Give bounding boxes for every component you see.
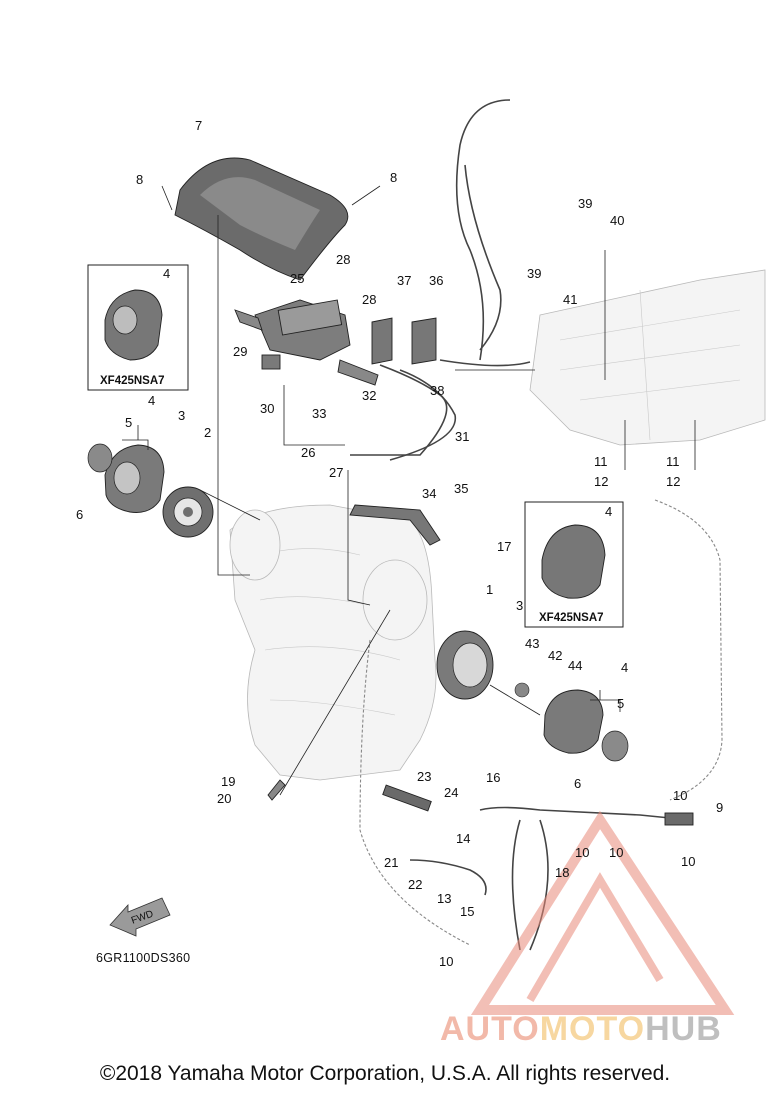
forward-direction-arrow: FWD xyxy=(109,897,171,937)
bracket-37 xyxy=(371,317,393,365)
copyright-notice: ©2018 Yamaha Motor Corporation, U.S.A. A… xyxy=(99,1062,671,1085)
inset-label-left: XF425NSA7 xyxy=(100,375,165,387)
callout-23: 23 xyxy=(417,769,431,784)
callout-39: 39 xyxy=(578,196,592,211)
callout-12: 12 xyxy=(594,474,608,489)
callout-3: 3 xyxy=(178,408,185,423)
callout-10: 10 xyxy=(439,954,453,969)
callout-1: 1 xyxy=(486,582,493,597)
inset-box-left: XF425NSA7 xyxy=(87,264,189,391)
connector-9 xyxy=(664,812,694,826)
callout-32: 32 xyxy=(362,388,376,403)
callout-29: 29 xyxy=(233,344,247,359)
wire-harness xyxy=(350,99,723,951)
callout-4: 4 xyxy=(605,504,612,519)
callout-12: 12 xyxy=(666,474,680,489)
callout-39: 39 xyxy=(527,266,541,281)
callout-28: 28 xyxy=(336,252,350,267)
callout-18: 18 xyxy=(555,865,569,880)
callout-37: 37 xyxy=(397,273,411,288)
callout-25: 25 xyxy=(290,271,304,286)
callout-3: 3 xyxy=(516,598,523,613)
callout-15: 15 xyxy=(460,904,474,919)
reference-lines xyxy=(122,185,696,796)
callout-35: 35 xyxy=(454,481,468,496)
watermark-text: AUTOMOTOHUB xyxy=(440,1010,722,1048)
callout-4: 4 xyxy=(148,393,155,408)
callout-28: 28 xyxy=(362,292,376,307)
bracket-29 xyxy=(261,354,281,370)
clip-19 xyxy=(267,779,286,801)
callout-4: 4 xyxy=(163,266,170,281)
callout-38: 38 xyxy=(430,383,444,398)
callout-4: 4 xyxy=(621,660,628,675)
callout-41: 41 xyxy=(563,292,577,307)
callout-19: 19 xyxy=(221,774,235,789)
callout-10: 10 xyxy=(673,788,687,803)
callout-10: 10 xyxy=(681,854,695,869)
callout-30: 30 xyxy=(260,401,274,416)
callout-31: 31 xyxy=(455,429,469,444)
sensor-23 xyxy=(382,784,432,812)
callout-27: 27 xyxy=(329,465,343,480)
callout-22: 22 xyxy=(408,877,422,892)
callout-10: 10 xyxy=(609,845,623,860)
callout-7: 7 xyxy=(195,118,202,133)
callout-16: 16 xyxy=(486,770,500,785)
callout-6: 6 xyxy=(76,507,83,522)
callout-26: 26 xyxy=(301,445,315,460)
callout-10: 10 xyxy=(575,845,589,860)
callout-42: 42 xyxy=(548,648,562,663)
callout-2: 2 xyxy=(204,425,211,440)
inset-label-right: XF425NSA7 xyxy=(539,612,604,624)
callout-5: 5 xyxy=(125,415,132,430)
engine-block-ghost xyxy=(229,504,437,781)
callout-40: 40 xyxy=(610,213,624,228)
callout-8: 8 xyxy=(390,170,397,185)
right-cover-assembly xyxy=(436,630,629,762)
bracket-36 xyxy=(411,317,437,365)
callout-13: 13 xyxy=(437,891,451,906)
callout-8: 8 xyxy=(136,172,143,187)
actuator-motor xyxy=(234,299,379,386)
inset-box-right: XF425NSA7 xyxy=(524,501,624,628)
callout-6: 6 xyxy=(574,776,581,791)
bracket-34 xyxy=(349,504,441,546)
callout-44: 44 xyxy=(568,658,582,673)
callout-36: 36 xyxy=(429,273,443,288)
frame-ghost xyxy=(529,269,766,446)
callout-33: 33 xyxy=(312,406,326,421)
watermark-logo xyxy=(470,810,735,1015)
callout-34: 34 xyxy=(422,486,436,501)
left-cover-assembly xyxy=(87,443,214,538)
top-cover xyxy=(174,157,349,281)
callout-14: 14 xyxy=(456,831,470,846)
callout-24: 24 xyxy=(444,785,458,800)
callout-21: 21 xyxy=(384,855,398,870)
callout-20: 20 xyxy=(217,791,231,806)
callout-43: 43 xyxy=(525,636,539,651)
callout-11: 11 xyxy=(594,454,608,469)
callout-5: 5 xyxy=(617,696,624,711)
callout-11: 11 xyxy=(666,454,680,469)
callout-17: 17 xyxy=(497,539,511,554)
drawing-code: 6GR1100DS360 xyxy=(96,951,190,965)
callout-9: 9 xyxy=(716,800,723,815)
